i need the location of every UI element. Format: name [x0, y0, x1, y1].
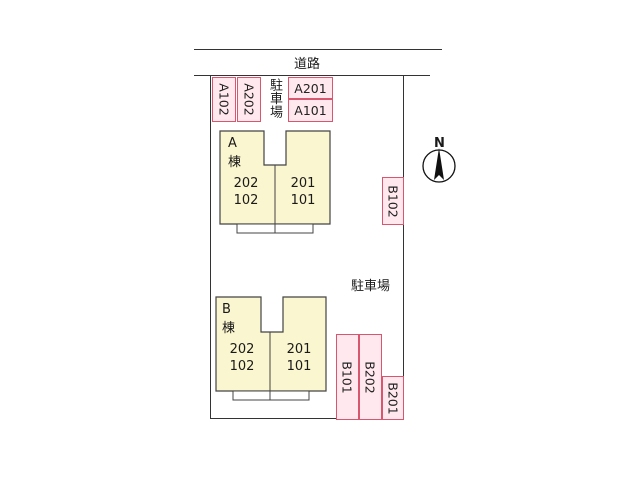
building-b-name: B 棟	[222, 302, 236, 336]
road-label: 道路	[294, 57, 321, 72]
building-b-unit-202: 202	[229, 342, 255, 357]
building-a-unit-202: 202	[233, 176, 259, 191]
parking-stall-a201: A201	[288, 77, 333, 99]
parking-stall-a101: A101	[288, 99, 333, 122]
parking-label-top: 駐車場	[267, 78, 282, 119]
building-a-unit-102: 102	[233, 193, 259, 208]
parking-stall-a202: A202	[237, 77, 261, 122]
building-a-unit-201: 201	[290, 176, 316, 191]
parking-label-main: 駐車場	[351, 279, 391, 294]
parking-stall-b202: B202	[359, 334, 382, 420]
building-a-unit-101: 101	[290, 193, 316, 208]
building-a-name: A 棟	[228, 136, 242, 170]
north-compass-icon: N	[420, 136, 460, 188]
north-label: N	[434, 136, 445, 151]
parking-stall-a102: A102	[212, 77, 236, 122]
building-b-unit-102: 102	[229, 359, 255, 374]
road-line-top	[194, 49, 442, 50]
compass-rose-icon	[422, 148, 456, 183]
parking-stall-b201: B201	[382, 376, 404, 420]
parking-stall-b101: B101	[336, 334, 359, 420]
building-b-unit-201: 201	[286, 342, 312, 357]
building-b-unit-101: 101	[286, 359, 312, 374]
parking-stall-b102: B102	[382, 177, 404, 225]
